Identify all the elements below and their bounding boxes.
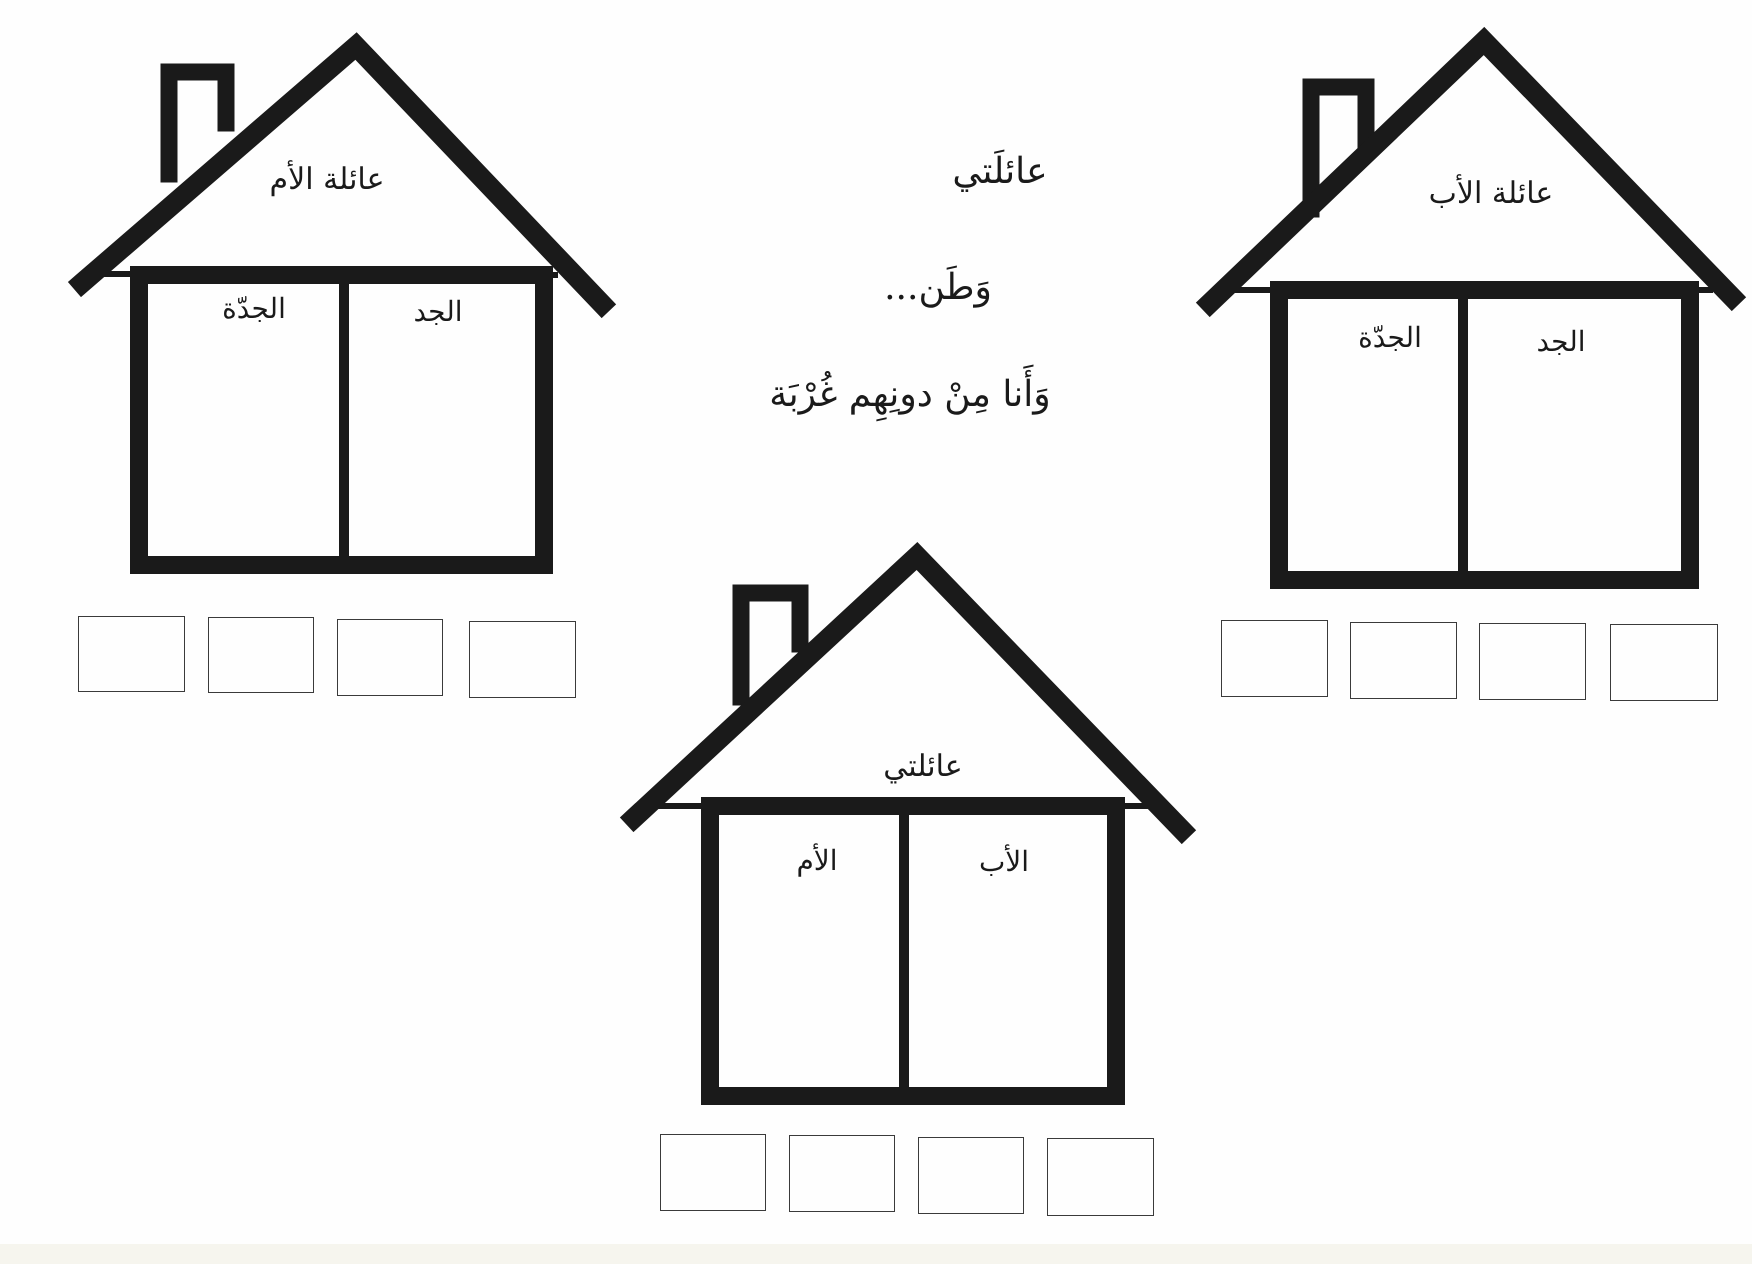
room-box [701, 797, 1125, 1105]
answer-box[interactable] [78, 616, 185, 692]
answer-box[interactable] [660, 1134, 766, 1211]
room-label-father: الأب [978, 845, 1030, 878]
roof [619, 542, 1197, 845]
chimney [1302, 78, 1375, 218]
house-title-my-family: عائلتي [883, 749, 963, 784]
room-label-grandfather: الجد [1536, 325, 1586, 358]
poem-line-1: عائلَتي [952, 151, 1048, 192]
room-label-mother: الأم [796, 844, 838, 877]
room-label-grandmother: الجدّة [1358, 321, 1422, 354]
answer-box[interactable] [1610, 624, 1718, 701]
house-my-family [619, 542, 1197, 1105]
answer-box[interactable] [1479, 623, 1586, 700]
poem-line-3: وَأَنا مِنْ دونِهِم غُرْبَة [769, 374, 1051, 415]
answer-box[interactable] [1047, 1138, 1154, 1216]
chimney [160, 63, 235, 183]
scan-edge [0, 1244, 1752, 1264]
answer-box[interactable] [918, 1137, 1024, 1214]
house-father-family [1195, 26, 1747, 589]
roof [1195, 26, 1747, 318]
house-mother-family [67, 32, 617, 574]
room-label-grandfather: الجد [413, 295, 463, 328]
answer-box[interactable] [208, 617, 314, 693]
room-label-grandmother: الجدّة [222, 292, 286, 325]
answer-box[interactable] [1221, 620, 1328, 697]
house-title-father-family: عائلة الأب [1428, 176, 1554, 211]
house-title-mother-family: عائلة الأم [269, 162, 385, 197]
roof [67, 32, 617, 319]
poem-line-2: وَطَن... [884, 267, 992, 308]
answer-box[interactable] [469, 621, 576, 698]
answer-box[interactable] [337, 619, 443, 696]
answer-box[interactable] [1350, 622, 1457, 699]
answer-box[interactable] [789, 1135, 895, 1212]
room-box [1270, 281, 1699, 589]
chimney [732, 584, 809, 706]
